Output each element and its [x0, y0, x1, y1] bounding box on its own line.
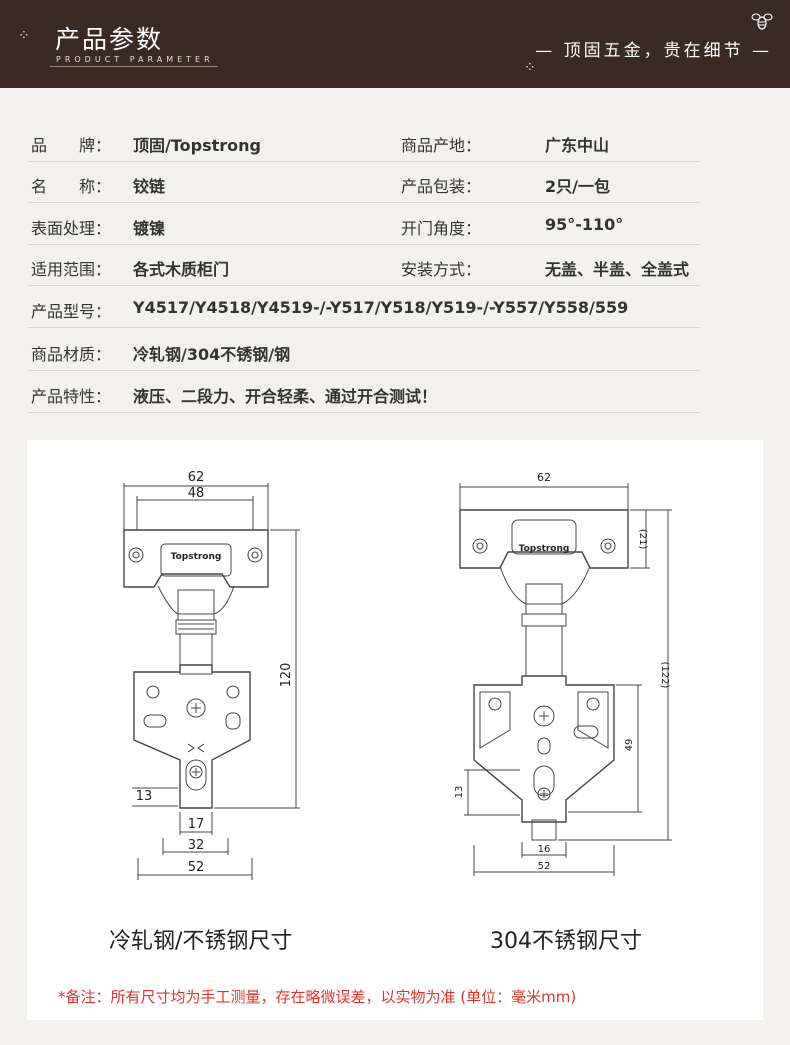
dim-label: 32: [188, 838, 205, 853]
caption-cold-rolled: 冷轧钢/不锈钢尺寸: [109, 929, 293, 954]
spec-value: 镀镍: [133, 219, 166, 238]
spec-value: 广东中山: [545, 136, 610, 155]
spec-label: 表面处理：: [31, 219, 112, 238]
measurement-note: *备注：所有尺寸均为手工测量，存在略微误差，以实物为准 (单位：毫米mm): [58, 988, 577, 1006]
spec-label: 商品材质：: [31, 345, 112, 364]
spec-label: 商品产地：: [401, 136, 482, 155]
spec-value: Y4517/Y4518/Y4519-/-Y517/Y518/Y519-/-Y55…: [133, 298, 629, 317]
slogan: — 顶固五金，贵在细节 —: [535, 41, 772, 61]
spec-value: 无盖、半盖、全盖式: [545, 260, 690, 279]
spec-value: 铰链: [133, 177, 166, 196]
brand-logo: Topstrong: [519, 544, 570, 554]
dim-label: 13: [454, 786, 465, 799]
brand-logo: Topstrong: [171, 552, 222, 562]
dim-label: 120: [279, 663, 294, 688]
dim-label: (21): [637, 529, 648, 550]
subtitle-rule: [50, 66, 218, 67]
dim-label: 13: [136, 789, 153, 804]
sparkle-icon: ⁘: [524, 60, 536, 76]
sparkle-icon: ⁘: [18, 28, 30, 44]
spec-value: 各式木质柜门: [133, 260, 230, 279]
spec-row-brand: 品 牌： 顶固/Topstrong 商品产地： 广东中山: [28, 122, 700, 162]
spec-label: 产品型号：: [31, 302, 112, 321]
dim-label: 16: [538, 844, 551, 855]
header-banner: ⁘ 产品参数 PRODUCT PARAMETER — 顶固五金，贵在细节 — ⁘: [0, 0, 790, 88]
drawing-panel: [27, 440, 763, 1020]
bee-icon: [751, 13, 773, 30]
dim-label: 48: [188, 486, 205, 501]
spec-row-features: 产品特性： 液压、二段力、开合轻柔、通过开合测试！: [28, 373, 700, 413]
page-title: 产品参数: [55, 25, 164, 54]
cold-rolled-hinge-drawing: Topstrong 62 48 120 13 17 32 52: [123, 470, 300, 880]
spec-label: 开门角度：: [401, 219, 482, 238]
spec-row-name: 名 称： 铰链 产品包装： 2只/一包: [28, 163, 700, 203]
page-subtitle: PRODUCT PARAMETER: [56, 55, 214, 64]
spec-row-scope: 适用范围： 各式木质柜门 安装方式： 无盖、半盖、全盖式: [28, 246, 700, 286]
dim-label: 52: [538, 861, 551, 872]
spec-label: 产品包装：: [401, 177, 482, 196]
stainless-304-hinge-drawing: Topstrong 62 (21) (122) 49 13 16 52: [454, 471, 672, 876]
spec-value: 液压、二段力、开合轻柔、通过开合测试！: [133, 387, 438, 406]
caption-304: 304不锈钢尺寸: [490, 929, 642, 954]
spec-value: 2只/一包: [545, 177, 610, 196]
spec-row-model: 产品型号： Y4517/Y4518/Y4519-/-Y517/Y518/Y519…: [28, 288, 700, 328]
dim-label: 17: [188, 817, 205, 832]
spec-label: 名 称：: [31, 177, 112, 196]
dim-label: 49: [624, 739, 635, 752]
dim-label: 62: [537, 471, 551, 484]
dim-label: (122): [659, 662, 670, 689]
spec-label: 品 牌：: [31, 136, 112, 155]
spec-row-material: 商品材质： 冷轧钢/304不锈钢/钢: [28, 331, 700, 371]
spec-value: 95°-110°: [545, 215, 624, 234]
spec-value: 顶固/Topstrong: [133, 136, 261, 155]
spec-label: 适用范围：: [31, 260, 112, 279]
dim-label: 62: [188, 470, 205, 485]
dim-label: 52: [188, 860, 205, 875]
spec-value: 冷轧钢/304不锈钢/钢: [133, 345, 291, 364]
spec-row-surface: 表面处理： 镀镍 开门角度： 95°-110°: [28, 205, 700, 245]
spec-label: 产品特性：: [31, 387, 112, 406]
spec-label: 安装方式：: [401, 260, 482, 279]
